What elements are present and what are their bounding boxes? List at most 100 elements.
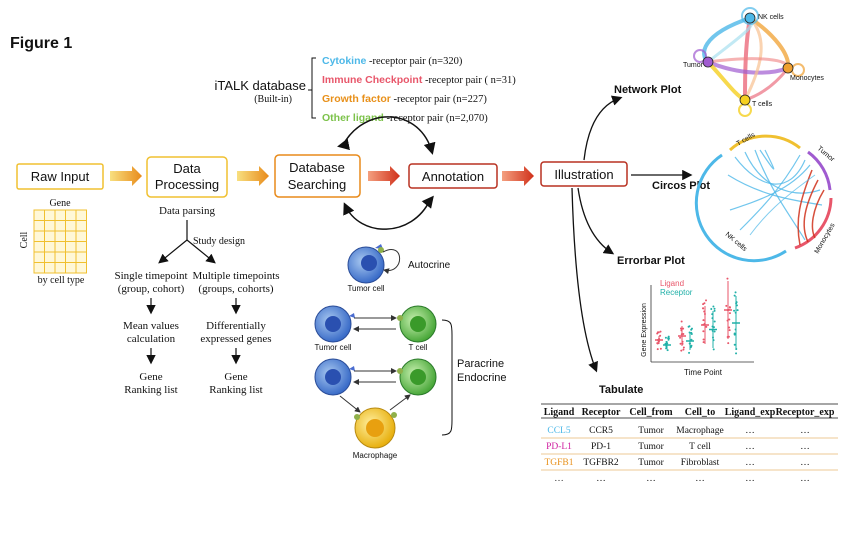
tabulate-label: Tabulate — [599, 384, 643, 396]
errorbar-ligand-point — [680, 349, 683, 352]
errorbar-plot-label: Errorbar Plot — [617, 255, 685, 267]
cycle-arrow-bottom — [343, 199, 431, 230]
errorbar-receptor-point — [733, 343, 736, 346]
database-searching-box — [274, 154, 361, 198]
errorbar-ligand-point — [680, 320, 683, 323]
errorbar-receptor-point — [734, 291, 737, 294]
database-pair-3: Other ligand -receptor pair (n=2,070) — [322, 112, 488, 124]
errorbar-ligand-point — [728, 312, 731, 315]
arrow-tumor-to-macrophage — [339, 395, 361, 413]
arrow-to-network — [583, 95, 623, 161]
errorbar-receptor-point — [733, 333, 736, 336]
database-title: iTALK database — [214, 78, 306, 93]
endocrine-label: Endocrine — [457, 372, 507, 384]
table-cell: … — [800, 426, 810, 436]
database-pair-0: Cytokine -receptor pair (n=320) — [322, 55, 463, 67]
illustration-box — [540, 161, 628, 187]
multiple-timepoints-line2: (groups, cohorts) — [198, 283, 273, 295]
circos-plot — [694, 134, 833, 263]
database-pair-name-3: Other ligand — [322, 112, 384, 124]
errorbar-receptor-point — [735, 352, 738, 355]
database-pair-name-1: Immune Checkpoint — [322, 74, 423, 86]
table-header-0: Ligand — [544, 407, 575, 418]
table-header-1: Receptor — [582, 407, 621, 418]
raw-input-label: Raw Input — [31, 169, 90, 184]
errorbar-ligand-point — [728, 329, 731, 332]
annotation-box — [408, 163, 498, 189]
autocrine-tumor-cell — [347, 244, 401, 284]
database-pair-rest-3: -receptor pair (n=2,070) — [384, 113, 488, 124]
network-label-t: T cells — [752, 101, 773, 108]
database-pair-2: Growth factor -receptor pair (n=227) — [322, 93, 487, 105]
table-cell: … — [745, 426, 755, 436]
arrow-macrophage-to-tcell — [389, 394, 411, 411]
cycle-arrow-bottom-back — [421, 195, 434, 209]
network-label-tumor: Tumor — [683, 62, 704, 69]
illustration-label: Illustration — [554, 167, 613, 182]
table-cell: … — [745, 442, 755, 452]
table-cell: … — [800, 458, 810, 468]
table-cell: … — [800, 474, 810, 484]
errorbar-ligand-point — [705, 325, 708, 328]
autocrine-label: Autocrine — [408, 260, 451, 271]
arrow-raw-to-processing — [110, 166, 142, 186]
errorbar-ligand-point — [728, 306, 731, 309]
errorbar-receptor-point — [664, 336, 667, 339]
macrophage-cell — [354, 407, 397, 449]
mean-values-line2: calculation — [127, 333, 176, 345]
errorbar-ligand-point — [679, 327, 682, 330]
ranking-right-line1: Gene — [224, 371, 247, 383]
errorbar-ligand-point — [702, 307, 705, 310]
arrow-search-to-annotation — [368, 166, 400, 186]
table-header-2: Cell_from — [629, 407, 673, 418]
network-node-mono — [782, 62, 794, 74]
circos-label-t: T cells — [736, 131, 757, 147]
database-pair-1: Immune Checkpoint -receptor pair ( n=31) — [322, 74, 516, 86]
errorbar-ligand-point — [725, 304, 728, 307]
cycle-arrow-top-back — [337, 138, 351, 151]
errorbar-ligand-point — [659, 334, 662, 337]
diff-expr-line2: expressed genes — [200, 333, 271, 345]
errorbar-ligand-point — [682, 327, 685, 330]
errorbar-receptor-point — [690, 331, 693, 334]
errorbar-ligand-point — [727, 342, 730, 345]
ranking-left-line2: Ranking list — [124, 384, 177, 396]
data-parsing-label: Data parsing — [159, 205, 215, 217]
branch-right-arrow — [186, 239, 216, 264]
data-processing-line2: Processing — [155, 177, 219, 192]
table-cell: Tumor — [638, 442, 664, 452]
figure-title: Figure 1 — [10, 35, 72, 52]
table-cell: … — [646, 474, 656, 484]
errorbar-ligand-point — [728, 318, 731, 321]
expression-matrix-grid — [33, 209, 87, 274]
errorbar-receptor-point — [667, 335, 670, 338]
errorbar-receptor-point — [687, 325, 690, 328]
errorbar-receptor-point — [713, 309, 716, 312]
table-cell: … — [800, 442, 810, 452]
database-pair-rest-2: -receptor pair (n=227) — [391, 94, 488, 105]
errorbar-ligand-point — [682, 348, 685, 351]
table-cell-ligand: … — [554, 474, 564, 484]
data-processing-line1: Data — [173, 161, 201, 176]
paracrine-bracket — [441, 319, 453, 436]
t-cell-label: T cell — [409, 343, 428, 352]
network-node-t — [739, 94, 751, 106]
errorbar-receptor-point — [713, 307, 716, 310]
errorbar-receptor-point — [710, 308, 713, 311]
errorbar-ligand-point — [682, 333, 685, 336]
single-timepoint-line1: Single timepoint — [114, 270, 187, 282]
errorbar-receptor-point — [688, 351, 691, 354]
database-searching-line1: Database — [289, 160, 345, 175]
annotation-label: Annotation — [422, 169, 484, 184]
errorbar-ligand-point — [702, 341, 705, 344]
network-plot-label: Network Plot — [614, 84, 682, 96]
table-cell-ligand: CCL5 — [547, 426, 570, 436]
errorbar-ligand-point — [702, 338, 705, 341]
circos-label-nk: NK cells — [724, 231, 749, 253]
table-cell: Tumor — [638, 458, 664, 468]
